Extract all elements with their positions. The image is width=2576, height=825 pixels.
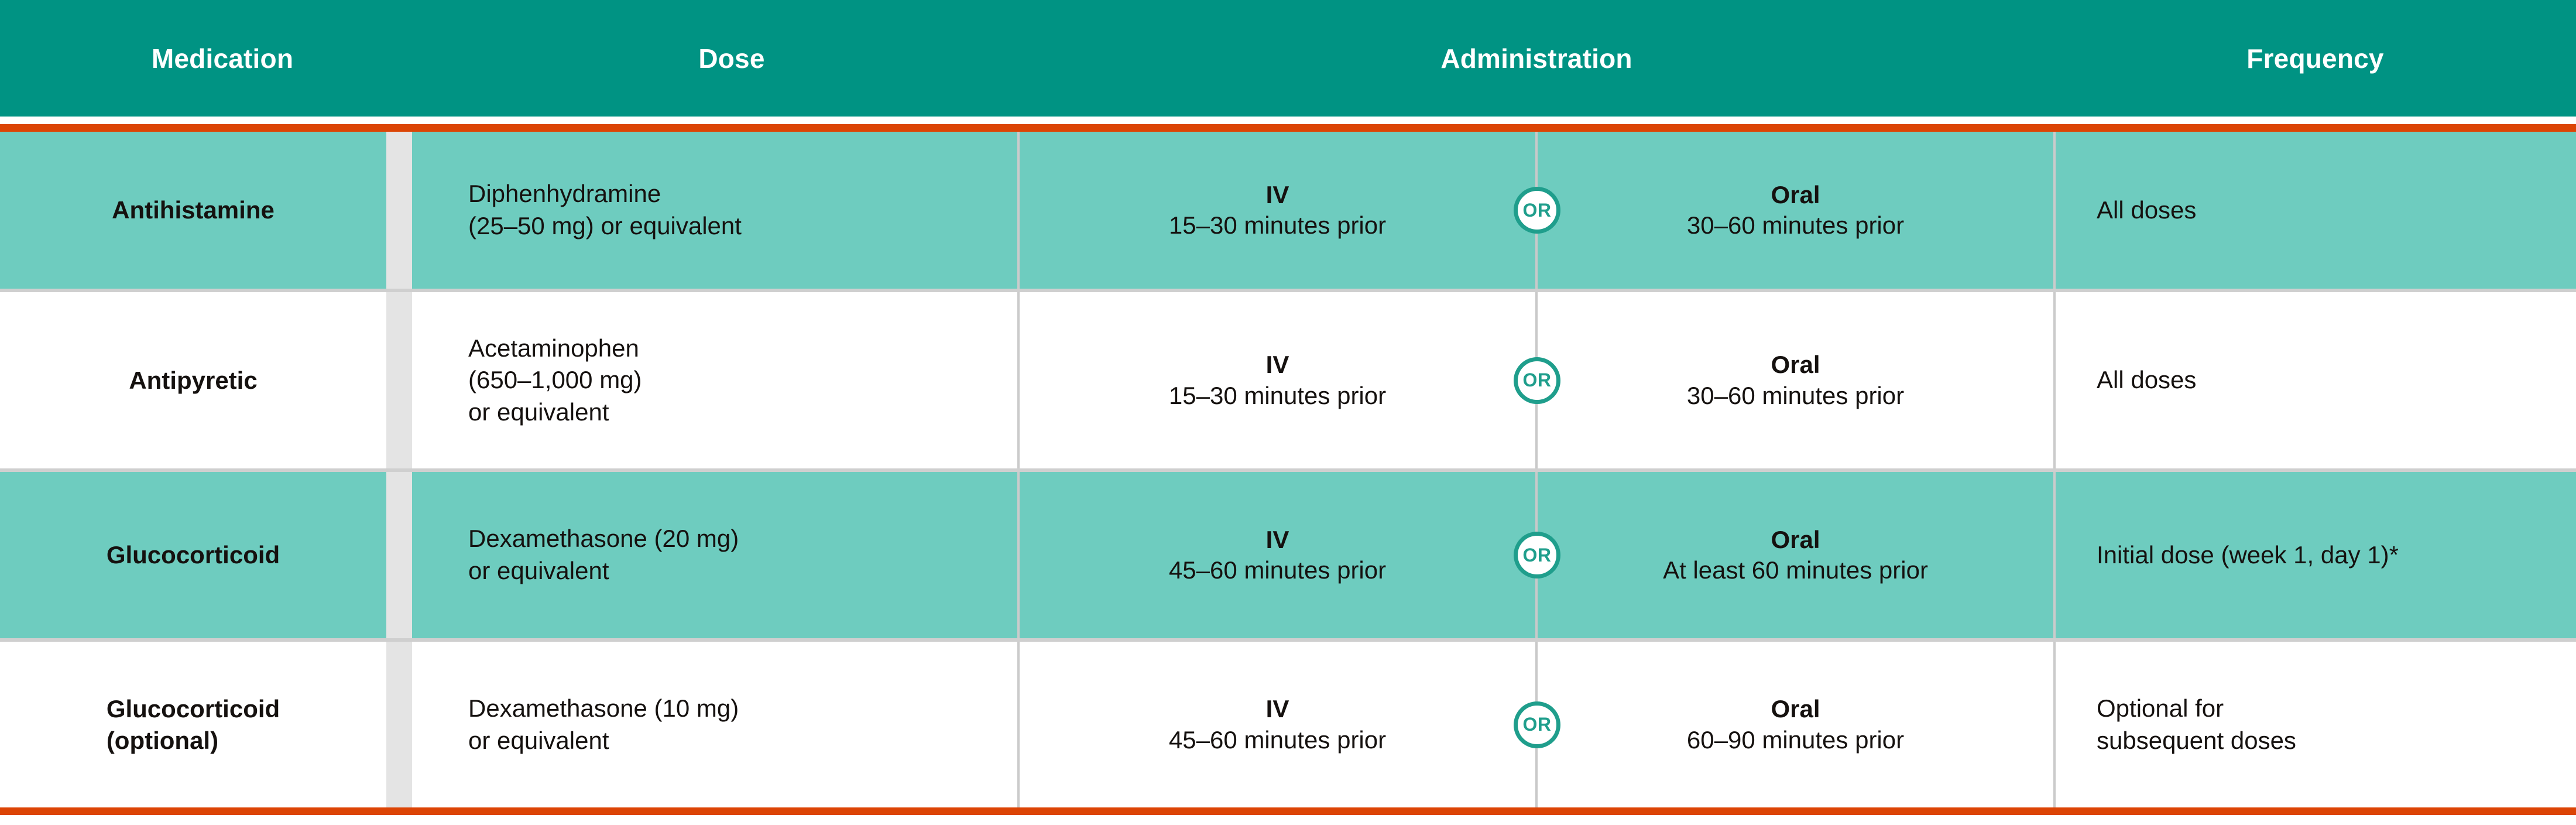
cell-medication: Glucocorticoid [0,472,386,638]
administration-timing-label: 15–30 minutes prior [1168,381,1387,409]
column-gap-band [386,292,412,468]
cell-dose: Diphenhydramine (25–50 mg) or equivalent [412,132,1018,289]
cell-medication: Antihistamine [0,132,386,289]
column-divider-dose-administration [1017,472,1020,638]
dose-line: Dexamethasone (10 mg) [468,694,739,722]
column-gap-band [386,642,412,807]
administration-route-oral: Oral 30–60 minutes prior [1536,350,2054,411]
medication-line: Antihistamine [112,196,275,224]
cell-frequency: All doses [2054,132,2576,289]
administration-mode-label: IV [1265,180,1289,208]
administration-route-oral: Oral 30–60 minutes prior [1536,180,2054,241]
or-badge-icon: OR [1514,357,1560,404]
or-badge-icon: OR [1514,187,1560,234]
administration-timing-label: 45–60 minutes prior [1168,725,1387,754]
cell-administration: IV 15–30 minutes prior Oral 30–60 minutes p… [1018,132,2054,289]
column-divider-dose-administration [1017,292,1020,468]
column-divider-administration-frequency [2053,642,2056,807]
dose-line: or equivalent [468,557,609,584]
column-header-frequency: Frequency [2246,43,2384,74]
row-divider [0,638,2576,642]
administration-mode-label: IV [1265,351,1289,378]
frequency-line: subsequent doses [2097,726,2296,754]
cell-medication: Glucocorticoid (optional) [0,642,386,807]
dose-line: (25–50 mg) or equivalent [468,212,742,239]
table-row: Antipyretic Acetaminophen (650–1,000 mg) or… [0,292,2576,468]
column-divider-dose-administration [1017,642,1020,807]
dose-line: (650–1,000 mg) [468,366,642,394]
medication-line: Antipyretic [129,366,258,394]
cell-dose: Dexamethasone (20 mg) or equivalent [412,472,1018,638]
medication-line: Glucocorticoid [106,694,280,723]
administration-timing-label: 30–60 minutes prior [1686,211,1905,239]
frequency-line: All doses [2097,196,2197,224]
column-gap-band [386,472,412,638]
or-badge-icon: OR [1514,701,1560,748]
administration-timing-label: At least 60 minutes prior [1663,556,1928,584]
table-row: Glucocorticoid (optional) Dexamethasone (1… [0,642,2576,807]
dose-line: Dexamethasone (20 mg) [468,525,739,553]
bottom-accent-rule [0,807,2576,815]
cell-administration: IV 15–30 minutes prior Oral 30–60 minutes p… [1018,292,2054,468]
cell-frequency: Optional for subsequent doses [2054,642,2576,807]
cell-frequency: All doses [2054,292,2576,468]
row-divider [0,289,2576,292]
column-header-dose: Dose [698,43,765,74]
administration-timing-label: 45–60 minutes prior [1168,556,1387,584]
top-accent-rule [0,124,2576,132]
table-row: Antihistamine Diphenhydramine (25–50 mg) o… [0,132,2576,289]
row-divider [0,468,2576,472]
administration-route-oral: Oral At least 60 minutes prior [1536,525,2054,586]
administration-route-iv: IV 45–60 minutes prior [1018,525,1536,586]
column-divider-dose-administration [1017,132,1020,289]
table-header-band: Medication Dose Administration Frequency [0,0,2576,117]
column-gap-band [386,132,412,289]
column-divider-administration-frequency [2053,132,2056,289]
column-divider-administration-frequency [2053,292,2056,468]
dose-line: Diphenhydramine [468,180,661,208]
administration-mode-label: IV [1265,695,1289,723]
cell-dose: Dexamethasone (10 mg) or equivalent [412,642,1018,807]
administration-mode-label: Oral [1771,351,1820,378]
column-header-administration: Administration [1440,43,1632,74]
administration-mode-label: Oral [1771,695,1820,723]
column-header-medication: Medication [151,43,294,74]
dose-line: or equivalent [468,398,609,426]
cell-medication: Antipyretic [0,292,386,468]
administration-mode-label: IV [1265,525,1289,553]
administration-mode-label: Oral [1771,180,1820,208]
cell-frequency: Initial dose (week 1, day 1)* [2054,472,2576,638]
frequency-line: Optional for [2097,694,2224,722]
dose-line: or equivalent [468,726,609,754]
administration-route-iv: IV 15–30 minutes prior [1018,180,1536,241]
administration-timing-label: 15–30 minutes prior [1168,211,1387,239]
table-row: Glucocorticoid Dexamethasone (20 mg) or eq… [0,472,2576,638]
frequency-line: All doses [2097,366,2197,394]
frequency-line: Initial dose (week 1, day 1)* [2097,540,2399,569]
or-badge-icon: OR [1514,532,1560,578]
cell-administration: IV 45–60 minutes prior Oral At least 60 min… [1018,472,2054,638]
administration-route-iv: IV 15–30 minutes prior [1018,350,1536,411]
administration-timing-label: 30–60 minutes prior [1686,381,1905,409]
administration-mode-label: Oral [1771,525,1820,553]
administration-timing-label: 60–90 minutes prior [1686,725,1905,754]
column-divider-administration-frequency [2053,472,2056,638]
medication-line: (optional) [106,726,219,754]
cell-dose: Acetaminophen (650–1,000 mg) or equivalent [412,292,1018,468]
dose-line: Acetaminophen [468,334,639,362]
medication-line: Glucocorticoid [106,541,280,569]
